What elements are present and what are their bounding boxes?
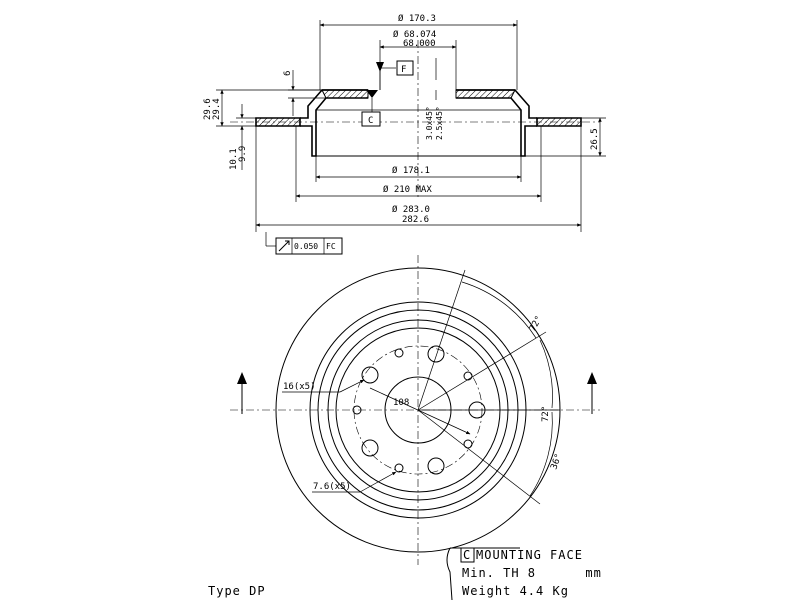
small-hole (352, 405, 362, 415)
section-view: Ø 170.3 Ø 68.074 68.000 F C 3.0x45° 2.5x… (203, 13, 606, 255)
dim-10-1: 10.1 (229, 148, 239, 170)
datum-c-label: C (368, 116, 373, 126)
mounting-face-code: C (463, 548, 471, 562)
dim-178-1: Ø 178.1 (392, 165, 430, 176)
dim-29-6: 29.6 (203, 98, 213, 120)
hat-hatch-left (321, 89, 369, 99)
pcd-108: 108 (393, 398, 409, 408)
bolt-hole (361, 439, 379, 457)
dim-6: 6 (283, 71, 293, 76)
bolt-hole (361, 366, 379, 384)
dim-68-000: 68.000 (403, 39, 436, 49)
runout-datum: FC (326, 242, 336, 251)
bolt-holes-small (352, 348, 473, 473)
bolt-hole (427, 345, 445, 363)
mounting-face-label: MOUNTING FACE (476, 548, 583, 562)
ang-72-right: 72° (541, 406, 551, 422)
dim-282-6: 282.6 (402, 215, 429, 225)
mounting-face-outline (446, 547, 453, 600)
pcd-leader (369, 387, 471, 435)
chamfer-3-0: 3.0x45° (425, 106, 434, 140)
ang-36: 36° (549, 452, 564, 471)
small-hole (394, 463, 404, 473)
dim-29-4: 29.4 (212, 98, 222, 120)
ang-72-top: 72° (528, 314, 545, 333)
hat-wall-left (300, 89, 368, 157)
arc-36 (529, 411, 553, 497)
datum-f-label: F (401, 65, 406, 75)
runout-arrow-icon (278, 240, 290, 252)
datum-f-box (396, 60, 414, 76)
dim-26-5: 26.5 (590, 128, 600, 150)
disc-type: Type DP (208, 584, 266, 598)
bolt-hole (427, 457, 445, 475)
arc-72-right (539, 339, 553, 409)
mounting-face-code-box (460, 547, 475, 563)
small-hole (463, 371, 473, 381)
dim-170-3: Ø 170.3 (398, 13, 436, 24)
small-hole (394, 348, 404, 358)
section-arrow-right-icon (587, 372, 597, 384)
datum-c-box (361, 111, 381, 127)
hat-wall-right (456, 89, 537, 157)
hole-16-x5: 16(x5) (283, 382, 316, 392)
runout-value: 0.050 (294, 242, 318, 251)
dim-283-0: Ø 283.0 (392, 204, 430, 215)
dim-68-074: Ø 68.074 (393, 29, 436, 40)
section-arrow-left-icon (237, 372, 247, 384)
notes: C MOUNTING FACE Min. TH 8 mm Weight 4.4 … (208, 547, 602, 598)
ring-hatch-right (536, 117, 582, 127)
arc-72-top (461, 281, 537, 339)
min-thickness: Min. TH 8 mm (462, 566, 602, 580)
dim-210-max: Ø 210 MAX (383, 184, 432, 195)
hat-hatch-right (455, 89, 516, 99)
small-hole (463, 439, 473, 449)
chamfer-2-5: 2.5x45° (435, 106, 444, 140)
dim-9-9: 9.9 (238, 146, 248, 162)
hole-7-6-x5: 7.6(x5) (313, 482, 351, 492)
weight: Weight 4.4 Kg (462, 584, 569, 598)
runout-frame (275, 237, 343, 255)
